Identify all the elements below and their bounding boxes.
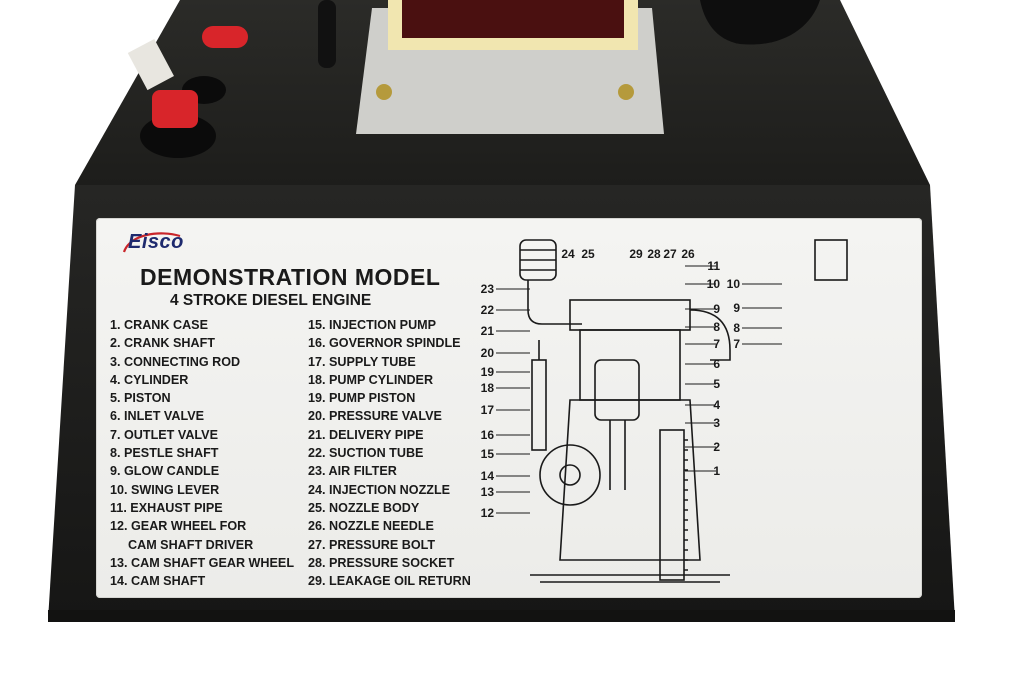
part-item: 7. OUTLET VALVE (110, 427, 218, 442)
callout-number: 10 (727, 277, 741, 291)
plate-title: DEMONSTRATION MODEL (140, 264, 441, 290)
part-item: 13. CAM SHAFT GEAR WHEEL (110, 555, 295, 570)
part-item: 2. CRANK SHAFT (110, 336, 215, 351)
callout-number: 24 (561, 247, 575, 261)
brand-swoosh-icon (122, 232, 181, 253)
callout-number: 29 (629, 247, 643, 261)
callout-number: 15 (481, 447, 495, 461)
rod (318, 0, 336, 68)
callout-number: 22 (481, 303, 495, 317)
part-item: 3. CONNECTING ROD (110, 354, 241, 369)
callout-number: 21 (481, 324, 495, 338)
part-item: 1. CRANK CASE (110, 318, 208, 332)
callouts-left: 23 22 21 20 19 18 17 16 15 14 13 12 (481, 282, 530, 520)
part-item: 16. GOVERNOR SPINDLE (308, 336, 461, 351)
engine-outline (519, 239, 848, 583)
part-item: CAM SHAFT DRIVER (128, 537, 254, 552)
part-item: 4. CYLINDER (110, 372, 189, 387)
part-item: 24. INJECTION NOZZLE (308, 482, 451, 497)
small-label (127, 38, 174, 91)
callout-number: 14 (481, 469, 495, 483)
parts-list-left: 1. CRANK CASE 2. CRANK SHAFT 3. CONNECTING… (110, 316, 294, 590)
brand-logo: Eisco (128, 231, 184, 253)
part-item: 15. INJECTION PUMP (308, 318, 437, 332)
part-item: 8. PESTLE SHAFT (110, 446, 219, 461)
part-item: 26. NOZZLE NEEDLE (308, 519, 434, 534)
callout-number: 5 (713, 377, 720, 391)
part-item: 9. GLOW CANDLE (110, 464, 220, 479)
callout-number: 4 (713, 398, 720, 412)
info-plate (96, 218, 922, 598)
part-item: 18. PUMP CYLINDER (308, 372, 434, 387)
part-item: 23. AIR FILTER (308, 464, 397, 479)
callout-number: 28 (647, 247, 661, 261)
part-item: 22. SUCTION TUBE (308, 446, 424, 461)
callout-number: 7 (733, 337, 740, 351)
part-item: 17. SUPPLY TUBE (308, 354, 416, 369)
part-item: 21. DELIVERY PIPE (308, 427, 424, 442)
callouts-side: 10 9 8 7 (727, 277, 782, 351)
callout-number: 18 (481, 381, 495, 395)
red-socket (202, 26, 248, 48)
flywheel-fragment (700, 0, 820, 45)
part-item: 5. PISTON (110, 391, 171, 406)
callout-number: 9 (733, 301, 740, 315)
part-item: 6. INLET VALVE (110, 409, 204, 424)
part-item: 19. PUMP PISTON (308, 391, 416, 406)
red-button[interactable] (152, 90, 198, 128)
callout-number: 17 (481, 403, 495, 417)
callout-number: 20 (481, 346, 495, 360)
callout-number: 1 (713, 464, 720, 478)
callout-number: 16 (481, 428, 495, 442)
callout-number: 23 (481, 282, 495, 296)
part-item: 10. SWING LEVER (110, 482, 220, 497)
mount-screw-left (376, 84, 392, 100)
callout-number: 19 (481, 365, 495, 379)
engine-block-window (402, 0, 624, 38)
part-item: 20. PRESSURE VALVE (308, 409, 442, 424)
callout-number: 8 (713, 320, 720, 334)
callout-number: 12 (481, 506, 495, 520)
part-item: 11. EXHAUST PIPE (110, 500, 223, 515)
part-item: 27. PRESSURE BOLT (308, 537, 436, 552)
part-item: 12. GEAR WHEEL FOR (110, 519, 247, 534)
callout-number: 9 (713, 302, 720, 316)
callout-number: 27 (663, 247, 677, 261)
parts-list-right: 15. INJECTION PUMP 16. GOVERNOR SPINDLE 17… (308, 316, 471, 590)
callout-number: 7 (713, 337, 720, 351)
callout-number: 3 (713, 416, 720, 430)
part-item: 28. PRESSURE SOCKET (308, 555, 455, 570)
callout-number: 13 (481, 485, 495, 499)
callout-number: 8 (733, 321, 740, 335)
callout-number: 6 (713, 357, 720, 371)
callout-number: 25 (581, 247, 595, 261)
housing-bottom-edge (48, 610, 955, 622)
part-item: 14. CAM SHAFT (110, 574, 206, 589)
part-item: 29. LEAKAGE OIL RETURN (308, 574, 471, 589)
part-item: 25. NOZZLE BODY (308, 500, 420, 515)
callout-number: 2 (713, 440, 720, 454)
callout-number: 26 (681, 247, 695, 261)
plate-subtitle: 4 STROKE DIESEL ENGINE (170, 292, 372, 309)
mount-screw-right (618, 84, 634, 100)
